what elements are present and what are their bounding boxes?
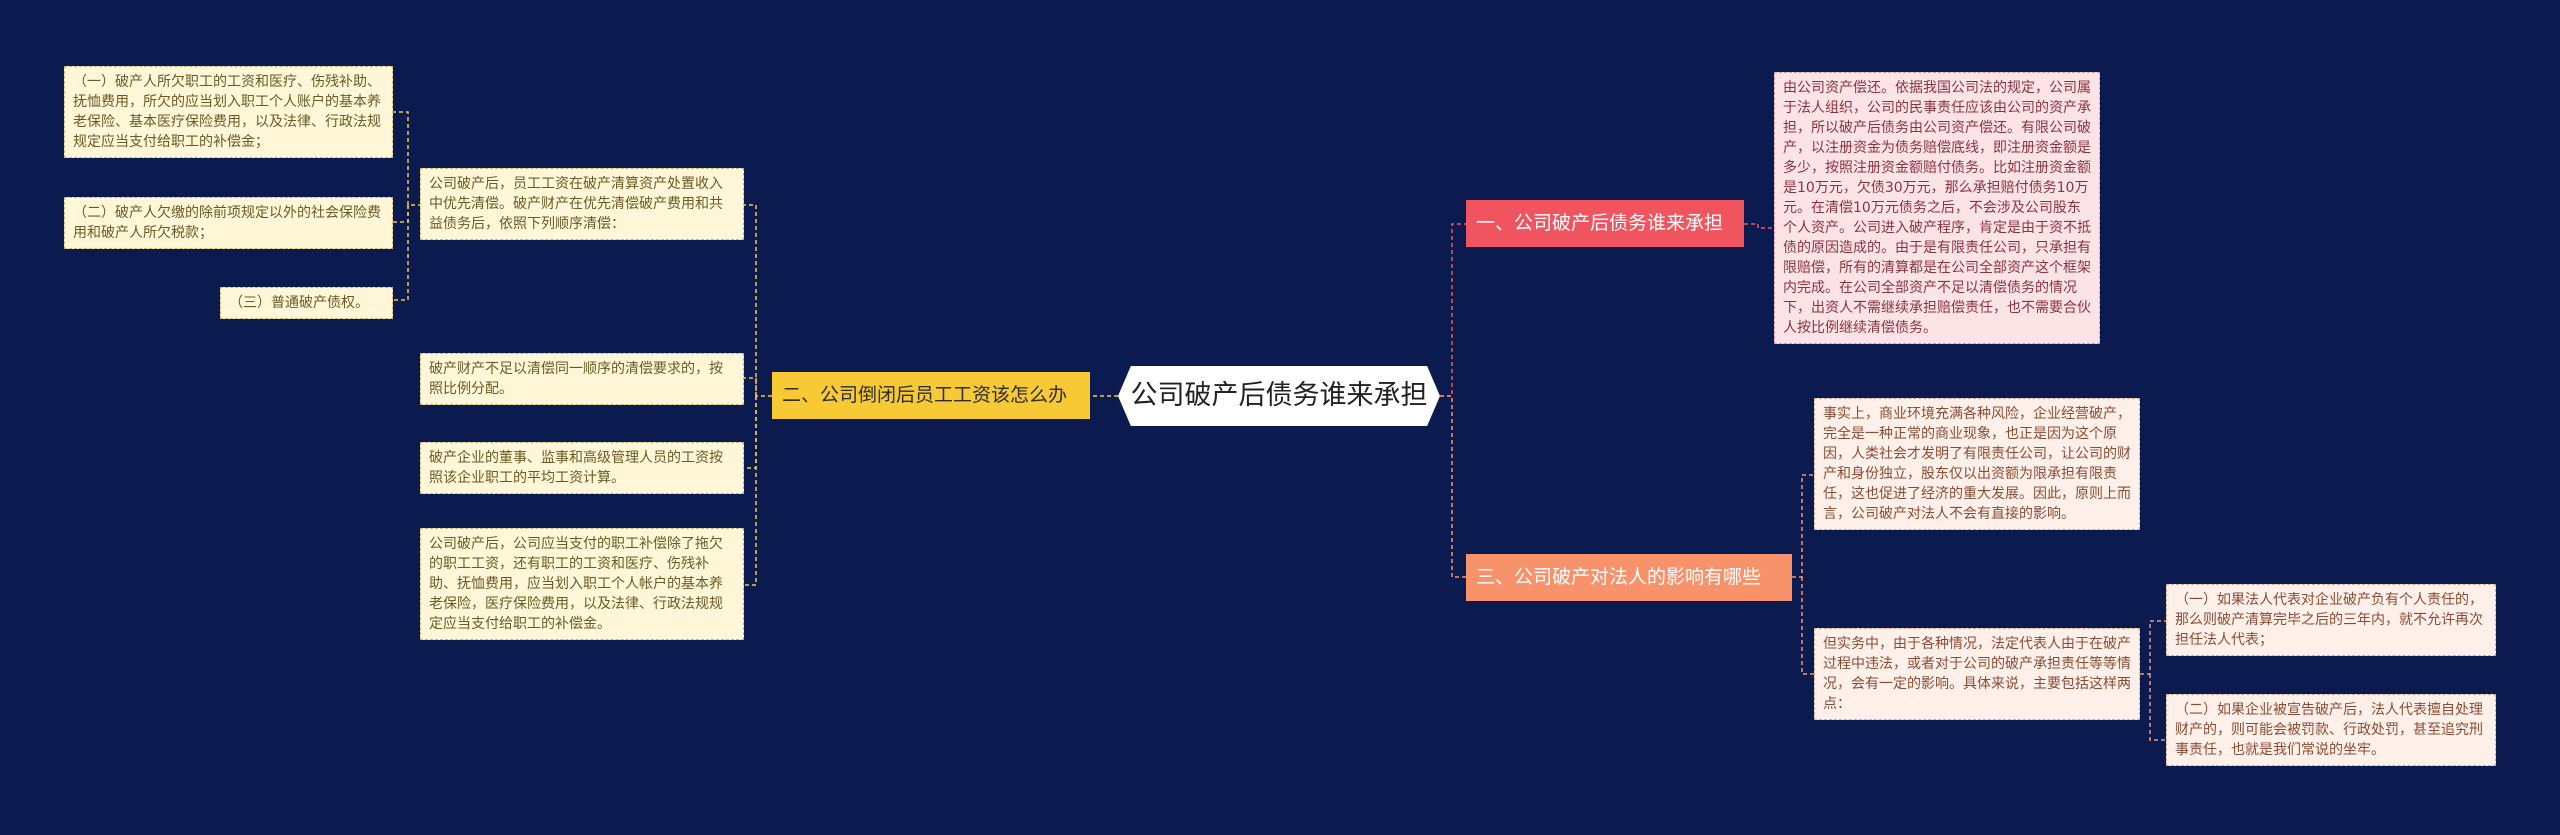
leaf-wage-priority[interactable]: 公司破产后，员工工资在破产清算资产处置收入中优先清偿。破产财产在优先清偿破产费用… xyxy=(420,168,744,240)
leaf-debt-explanation[interactable]: 由公司资产偿还。依据我国公司法的规定，公司属于法人组织，公司的民事责任应该由公司… xyxy=(1774,72,2100,344)
leaf-employee-compensation[interactable]: 公司破产后，公司应当支付的职工补偿除了拖欠的职工工资，还有职工的工资和医疗、伤残… xyxy=(420,528,744,640)
leaf-business-risk[interactable]: 事实上，商业环境充满各种风险，企业经营破产，完全是一种正常的商业现象，也正是因为… xyxy=(1814,398,2140,530)
branch-legal-rep-impact[interactable]: 三、公司破产对法人的影响有哪些 xyxy=(1466,554,1792,601)
central-topic[interactable]: 公司破产后债务谁来承担 xyxy=(1118,366,1440,426)
subleaf-priority-2[interactable]: （二）破产人欠缴的除前项规定以外的社会保险费用和破产人所欠税款； xyxy=(64,197,393,249)
leaf-executive-wages[interactable]: 破产企业的董事、监事和高级管理人员的工资按照该企业职工的平均工资计算。 xyxy=(420,442,744,494)
leaf-proportional-distribution[interactable]: 破产财产不足以清偿同一顺序的清偿要求的，按照比例分配。 xyxy=(420,353,744,405)
subleaf-impact-2[interactable]: （二）如果企业被宣告破产后，法人代表擅自处理财产的，则可能会被罚款、行政处罚，甚… xyxy=(2166,694,2496,766)
subleaf-priority-3[interactable]: （三）普通破产债权。 xyxy=(220,287,393,319)
branch-debt-responsibility[interactable]: 一、公司破产后债务谁来承担 xyxy=(1466,200,1744,247)
subleaf-impact-1[interactable]: （一）如果法人代表对企业破产负有个人责任的，那么则破产清算完毕之后的三年内，就不… xyxy=(2166,584,2496,656)
branch-employee-wages[interactable]: 二、公司倒闭后员工工资该怎么办 xyxy=(772,372,1090,419)
subleaf-priority-1[interactable]: （一）破产人所欠职工的工资和医疗、伤残补助、抚恤费用，所欠的应当划入职工个人账户… xyxy=(64,66,393,158)
leaf-practical-impact[interactable]: 但实务中，由于各种情况，法定代表人由于在破产过程中违法，或者对于公司的破产承担责… xyxy=(1814,628,2140,720)
